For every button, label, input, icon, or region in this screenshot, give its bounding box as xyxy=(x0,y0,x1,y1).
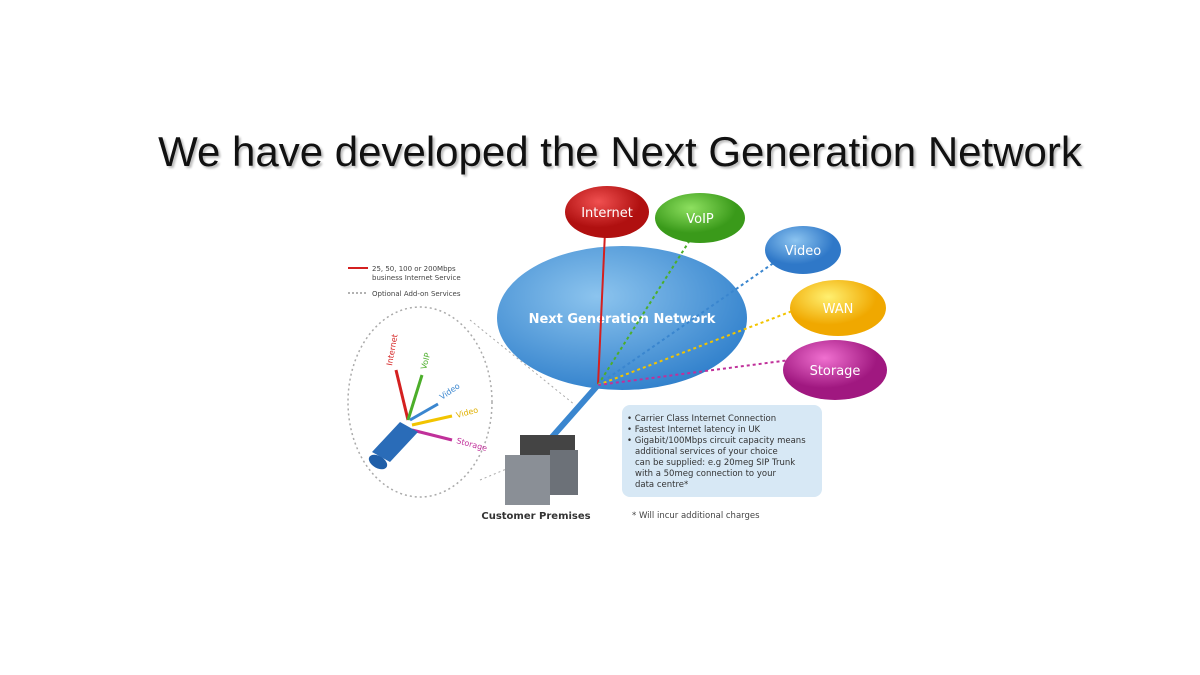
svg-text:WAN: WAN xyxy=(823,302,854,317)
svg-text:• Gigabit/100Mbps circuit capa: • Gigabit/100Mbps circuit capacity means xyxy=(627,436,806,446)
cable-label-wan: Video xyxy=(455,405,479,420)
core-network-label: Next Generation Network xyxy=(529,312,716,327)
link-internet xyxy=(597,231,606,386)
svg-text:additional services of your ch: additional services of your choice xyxy=(635,447,778,457)
core-network-ellipse xyxy=(497,246,747,390)
cable-label-video: Video xyxy=(438,381,462,401)
legend-solid-1: 25, 50, 100 or 200Mbps xyxy=(372,265,456,273)
service-voip: VoIP xyxy=(655,193,745,243)
zoom-connector xyxy=(479,454,541,481)
link-storage xyxy=(597,359,791,386)
svg-text:with a 50meg connection to you: with a 50meg connection to your xyxy=(635,469,776,479)
service-storage: Storage xyxy=(783,340,887,400)
svg-text:Internet: Internet xyxy=(581,206,633,221)
slide-title: We have developed the Next Generation Ne… xyxy=(158,128,1082,175)
link-wan xyxy=(597,309,796,386)
svg-text:Video: Video xyxy=(785,244,821,259)
svg-text:• Carrier Class Internet Conne: • Carrier Class Internet Connection xyxy=(627,414,776,424)
svg-text:can be supplied: e.g 20meg SIP: can be supplied: e.g 20meg SIP Trunk xyxy=(635,458,795,468)
svg-text:VoIP: VoIP xyxy=(686,212,714,227)
info-text: • Carrier Class Internet Connection • Fa… xyxy=(627,414,806,490)
cable-label-storage: Storage xyxy=(455,436,488,453)
svg-text:• Fastest Internet latency in: • Fastest Internet latency in UK xyxy=(627,425,761,435)
service-internet: Internet xyxy=(565,186,649,238)
cable-icon xyxy=(368,369,453,470)
service-wan: WAN xyxy=(790,280,886,336)
cable-label-internet: Internet xyxy=(385,334,399,367)
info-box xyxy=(622,405,822,497)
cable-label-voip: VoIP xyxy=(419,352,432,371)
customer-premises-label: Customer Premises xyxy=(481,511,590,522)
footnote: * Will incur additional charges xyxy=(632,511,760,521)
building-icon xyxy=(505,435,578,505)
svg-text:data centre*: data centre* xyxy=(635,480,688,490)
cable-detail-circle xyxy=(347,306,493,498)
legend-dotted: Optional Add-on Services xyxy=(372,290,461,298)
svg-text:Storage: Storage xyxy=(810,364,861,379)
link-voip xyxy=(597,239,691,386)
legend-solid-2: business Internet Service xyxy=(372,274,461,282)
service-video: Video xyxy=(765,226,841,274)
